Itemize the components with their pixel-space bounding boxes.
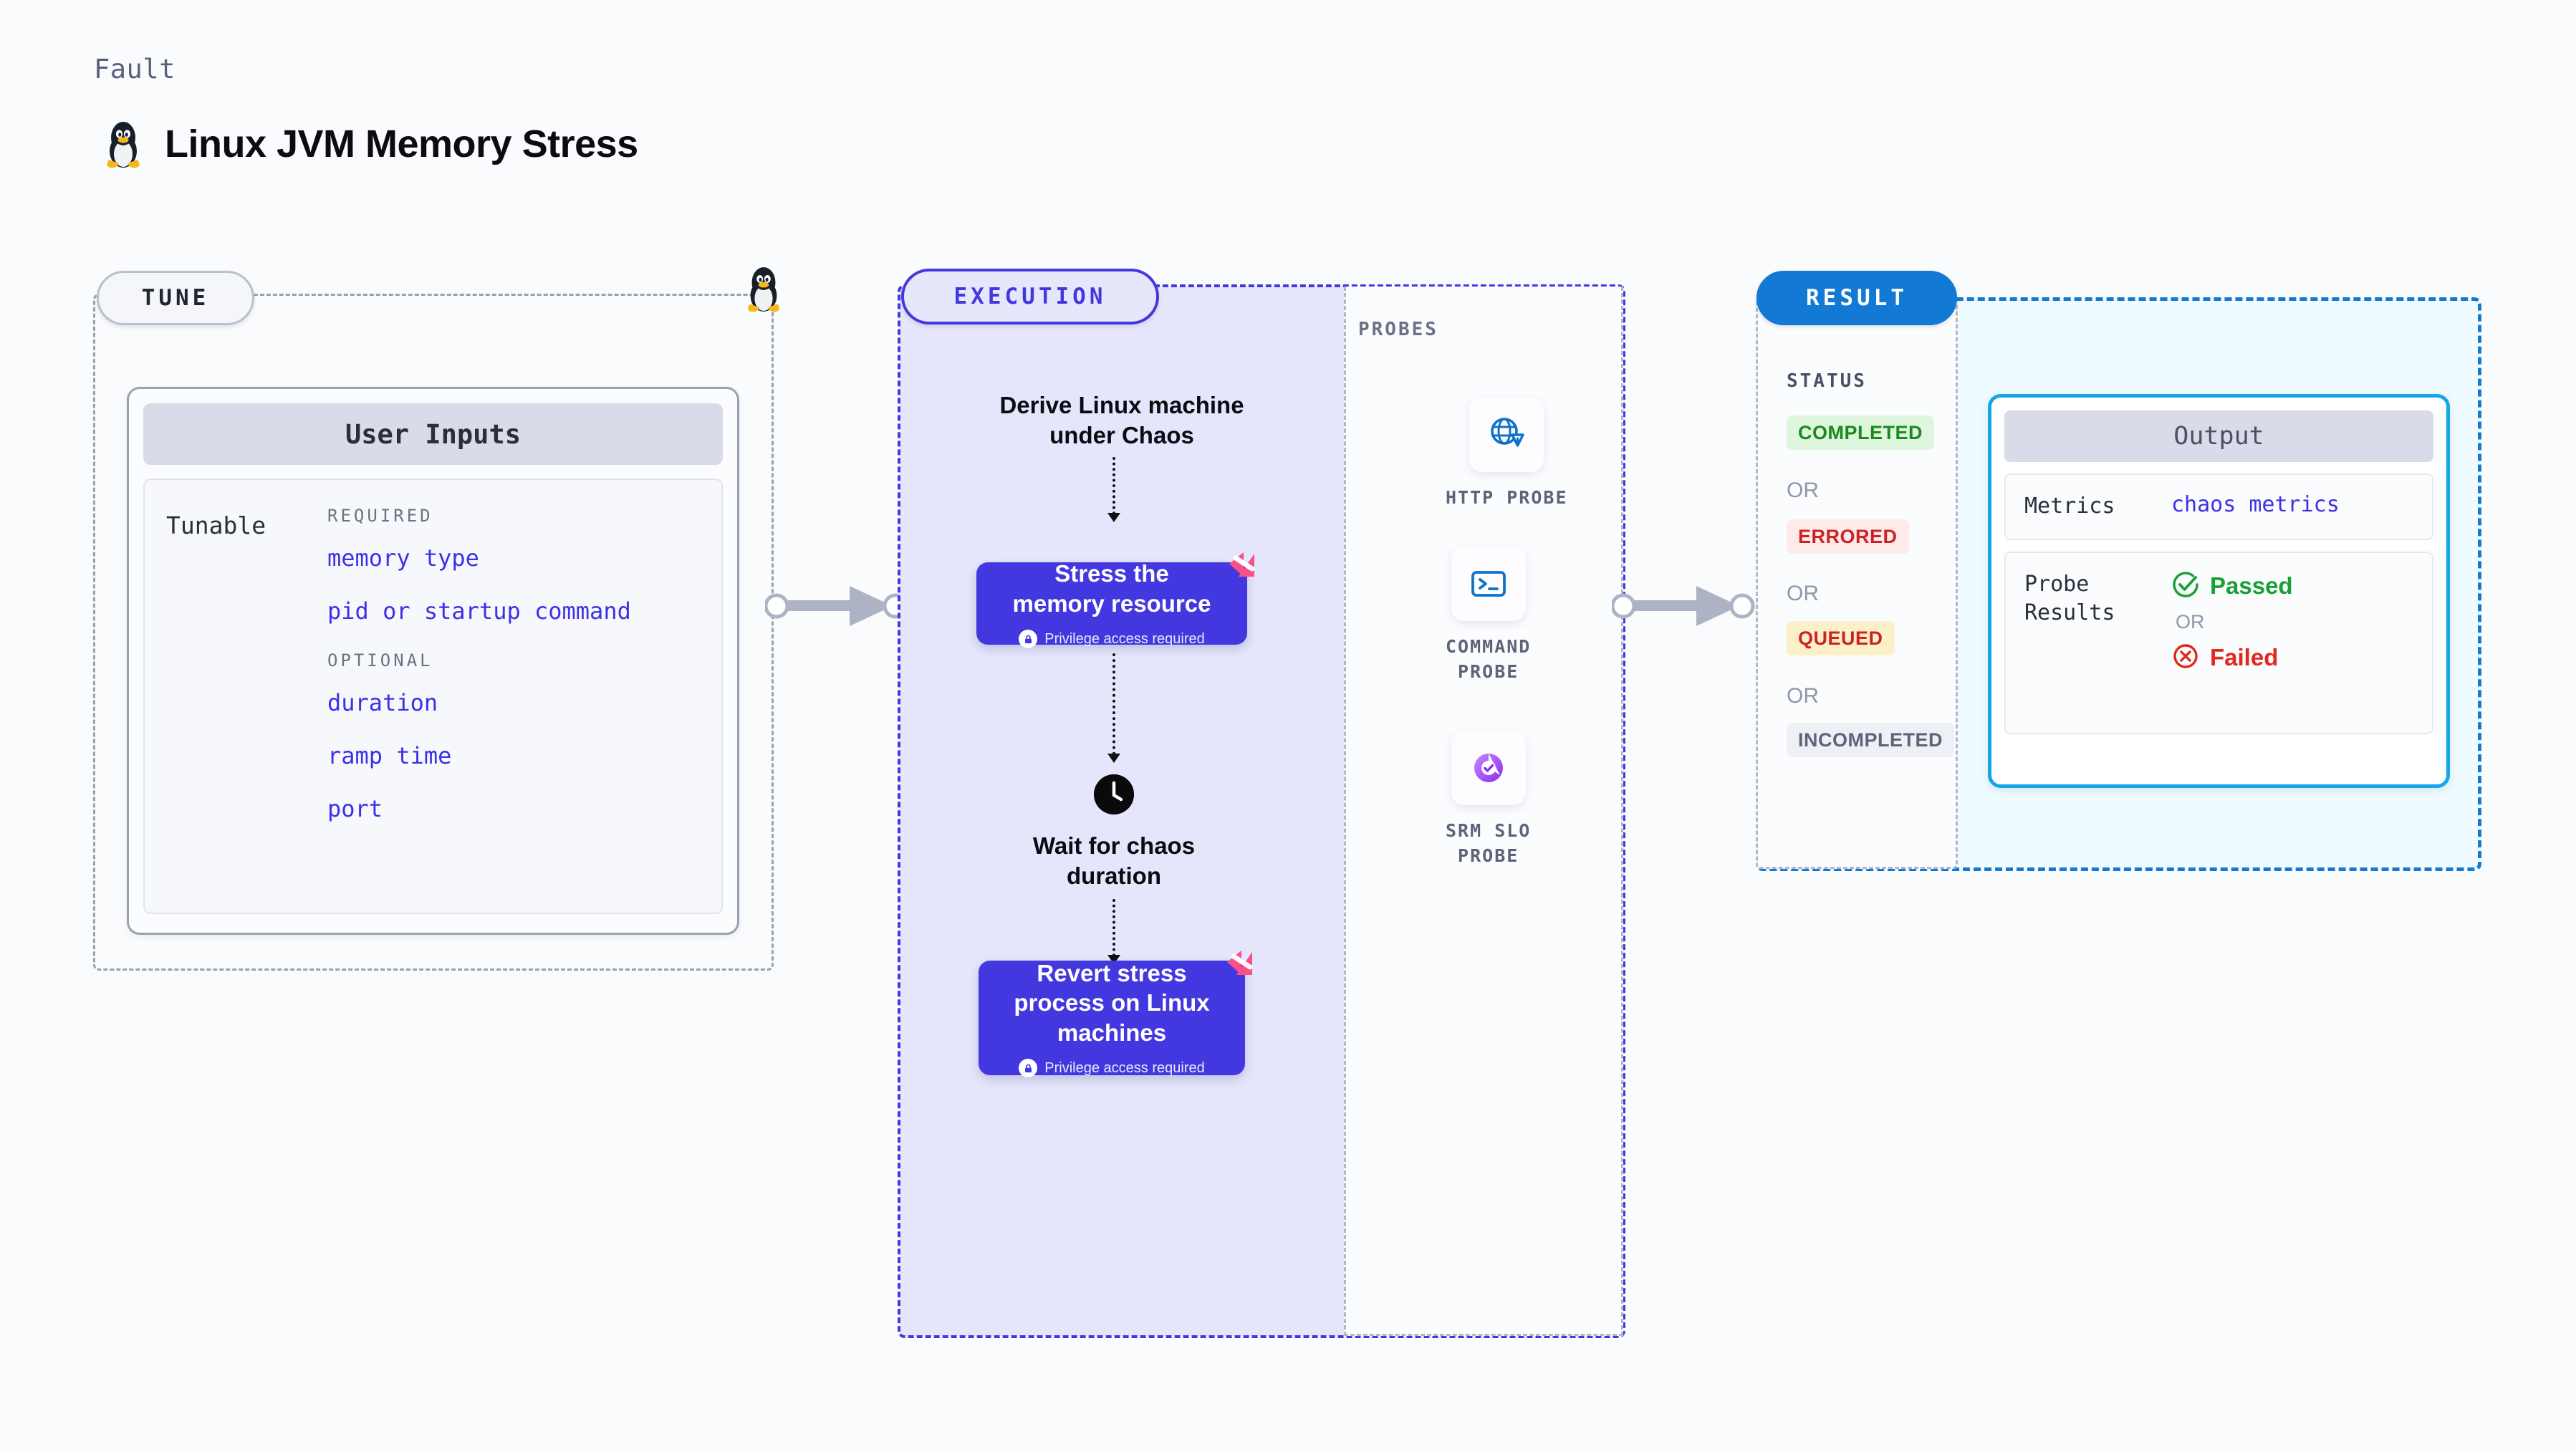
privilege-note: Privilege access required	[1019, 1059, 1205, 1078]
page-eyebrow: Fault	[94, 54, 176, 85]
lock-icon	[1019, 630, 1038, 649]
output-probe-results-label: Probe Results	[2024, 571, 2115, 626]
execution-node-title: Revert stress process on Linux machines	[1014, 959, 1210, 1046]
status-or-1: OR	[1787, 479, 1819, 502]
connector-stress-to-wait	[1107, 653, 1120, 763]
tune-pill[interactable]: TUNE	[97, 271, 254, 325]
execution-step-wait-title: Wait for chaos duration	[1032, 832, 1196, 889]
tune-linux-penguin-icon	[741, 264, 786, 317]
tune-panel	[93, 294, 774, 971]
output-metrics-label: Metrics	[2024, 494, 2115, 519]
tunable-duration[interactable]: duration	[327, 689, 438, 716]
status-or-2: OR	[1787, 582, 1819, 605]
probe-result-passed: Passed	[2171, 570, 2293, 602]
status-title: STATUS	[1787, 370, 1867, 392]
status-badge-incompleted: INCOMPLETED	[1787, 723, 1955, 757]
probe-label: SRM SLO PROBE	[1446, 820, 1532, 866]
status-badge-errored: ERRORED	[1787, 519, 1909, 554]
privilege-text: Privilege access required	[1044, 630, 1205, 647]
terminal-icon	[1451, 547, 1526, 621]
globe-warning-icon	[1469, 398, 1544, 472]
slo-donut-check-icon	[1451, 731, 1526, 805]
execution-pill[interactable]: EXECUTION	[901, 269, 1159, 324]
tunable-label: Tunable	[166, 511, 266, 539]
output-metrics-row: Metrics chaos metrics	[2004, 473, 2433, 540]
execution-to-result-arrow-right-icon	[1610, 580, 1755, 635]
output-card: Output Metrics chaos metrics Probe Resul…	[1988, 394, 2450, 788]
status-or-3: OR	[1787, 684, 1819, 708]
tunable-row: Tunable REQUIRED memory type pid or star…	[143, 479, 723, 914]
connector-wait-to-revert	[1107, 899, 1120, 964]
probe-result-or: OR	[2176, 610, 2205, 633]
page-title: Linux JVM Memory Stress	[165, 122, 638, 165]
output-metrics-value[interactable]: chaos metrics	[2171, 492, 2340, 517]
harness-logo-icon	[1218, 941, 1262, 989]
probe-http[interactable]: HTTP PROBE	[1446, 398, 1568, 510]
probe-label: HTTP PROBE	[1446, 487, 1568, 508]
x-circle-icon	[2171, 642, 2200, 674]
result-pill[interactable]: RESULT	[1756, 271, 1957, 325]
execution-node-title: Stress the memory resource	[1012, 559, 1211, 617]
output-probe-results-row: Probe Results Passed OR	[2004, 551, 2433, 734]
tunable-pid-or-startup-command[interactable]: pid or startup command	[327, 597, 631, 625]
check-circle-icon	[2171, 570, 2200, 602]
probe-result-passed-label: Passed	[2210, 572, 2293, 599]
linux-penguin-icon	[100, 118, 146, 170]
probe-results-values: Passed OR Failed	[2171, 570, 2293, 674]
execution-node-stress-memory[interactable]: Stress the memory resource Privilege acc…	[976, 552, 1255, 649]
lock-icon	[1019, 1059, 1038, 1078]
user-inputs-card: User Inputs Tunable REQUIRED memory type…	[127, 387, 739, 935]
execution-panel	[898, 284, 1625, 1338]
probe-result-failed: Failed	[2171, 642, 2293, 674]
probe-label: COMMAND PROBE	[1446, 636, 1532, 682]
execution-step-derive-title: Derive Linux machine under Chaos	[999, 392, 1244, 448]
tunable-list: REQUIRED memory type pid or startup comm…	[327, 501, 631, 891]
tunable-memory-type[interactable]: memory type	[327, 544, 479, 572]
probe-srm-slo[interactable]: SRM SLO PROBE	[1446, 731, 1531, 868]
connector-derive-to-stress	[1107, 457, 1120, 522]
output-header: Output	[2004, 410, 2433, 462]
status-badge-queued: QUEUED	[1787, 621, 1895, 655]
clock-icon	[1094, 774, 1134, 814]
tunable-port[interactable]: port	[327, 795, 383, 822]
privilege-note: Privilege access required	[1019, 630, 1205, 649]
required-group-label: REQUIRED	[327, 506, 433, 526]
probe-command[interactable]: COMMAND PROBE	[1446, 547, 1531, 684]
probe-result-failed-label: Failed	[2210, 644, 2279, 670]
privilege-text: Privilege access required	[1044, 1059, 1205, 1076]
harness-logo-icon	[1220, 542, 1264, 590]
tunable-ramp-time[interactable]: ramp time	[327, 742, 452, 769]
status-badge-completed: COMPLETED	[1787, 415, 1935, 450]
probes-label: PROBES	[1358, 319, 1438, 340]
user-inputs-header: User Inputs	[143, 403, 723, 465]
page-title-row: Linux JVM Memory Stress	[100, 118, 638, 170]
tune-to-execution-arrow-right-icon	[764, 580, 908, 635]
execution-node-revert-stress[interactable]: Revert stress process on Linux machines …	[979, 951, 1253, 1078]
optional-group-label: OPTIONAL	[327, 650, 433, 670]
